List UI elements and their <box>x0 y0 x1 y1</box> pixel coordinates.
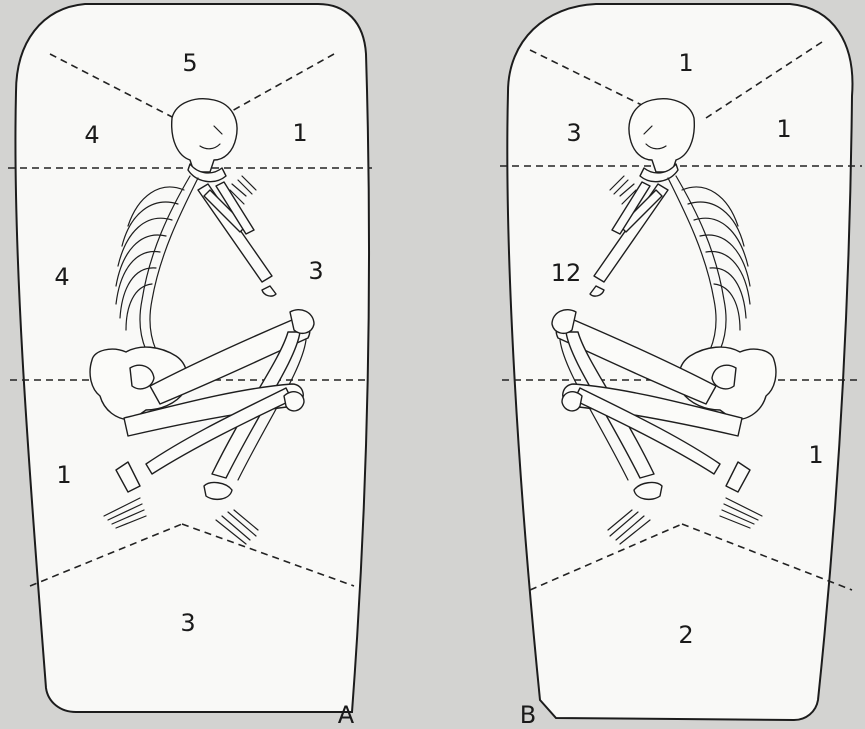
zone-label-b-head-top: 1 <box>678 49 693 77</box>
zone-label-a-torso-left: 4 <box>54 263 69 291</box>
panel-label-a: A <box>338 701 355 729</box>
zone-label-a-torso-right: 3 <box>308 257 323 285</box>
zone-label-b-torso-left: 12 <box>551 259 582 287</box>
zone-label-b-foot-end: 2 <box>678 621 693 649</box>
zone-label-a-head-left: 4 <box>84 121 99 149</box>
zone-label-b-head-right: 1 <box>776 115 791 143</box>
zone-label-a-legs-left: 1 <box>56 461 71 489</box>
zone-label-b-legs-right: 1 <box>808 441 823 469</box>
zone-label-a-foot-end: 3 <box>180 609 195 637</box>
panel-b: 1 3 1 12 1 2 B <box>500 4 862 729</box>
panel-a: 5 4 1 4 3 1 3 A <box>8 4 372 729</box>
zone-label-a-head-top: 5 <box>182 49 197 77</box>
zone-label-b-head-left: 3 <box>566 119 581 147</box>
panel-label-b: B <box>520 701 536 729</box>
zone-label-a-head-right: 1 <box>292 119 307 147</box>
